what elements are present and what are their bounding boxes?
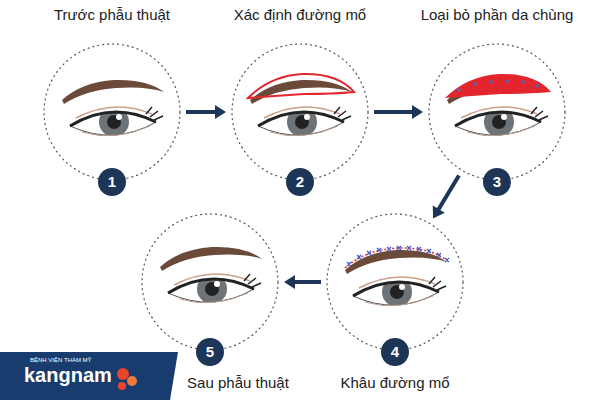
eye-illustration: [42, 42, 182, 182]
logo-wordmark: kangnam: [24, 364, 112, 386]
step-caption: Loại bỏ phần da chùng: [421, 6, 574, 24]
step-number: 5: [196, 338, 224, 366]
eye-illustration: [140, 212, 280, 352]
flow-arrow: [433, 175, 459, 218]
flow-arrow: [284, 275, 321, 289]
step-circle: Xác định đường mổ2: [230, 42, 370, 182]
eye-illustration: [325, 212, 465, 352]
logo-subtitle: BỆNH VIỆN THẨM MỸ: [30, 356, 92, 364]
dashed-ring: [230, 42, 370, 182]
dashed-ring: [42, 42, 182, 182]
step-caption: Sau phẫu thuật: [187, 374, 289, 392]
dashed-ring: [325, 212, 465, 352]
step-number: 2: [286, 168, 314, 196]
step-caption: Trước phẫu thuật: [54, 6, 170, 24]
flow-arrow: [186, 105, 226, 119]
flow-arrow: [374, 105, 423, 119]
step-circle: Khâu đường mổ4: [325, 212, 465, 352]
dashed-ring: [427, 42, 567, 182]
step-caption: Khâu đường mổ: [340, 374, 449, 392]
step-number: 1: [98, 168, 126, 196]
step-circle: Loại bỏ phần da chùng3: [427, 42, 567, 182]
step-circle: Sau phẫu thuật5: [140, 212, 280, 352]
step-caption: Xác định đường mổ: [234, 6, 366, 24]
step-number: 3: [483, 168, 511, 196]
step-circle: Trước phẫu thuật1: [42, 42, 182, 182]
step-number: 4: [381, 338, 409, 366]
eye-illustration: [427, 42, 567, 182]
eye-illustration: [230, 42, 370, 182]
dashed-ring: [140, 212, 280, 352]
